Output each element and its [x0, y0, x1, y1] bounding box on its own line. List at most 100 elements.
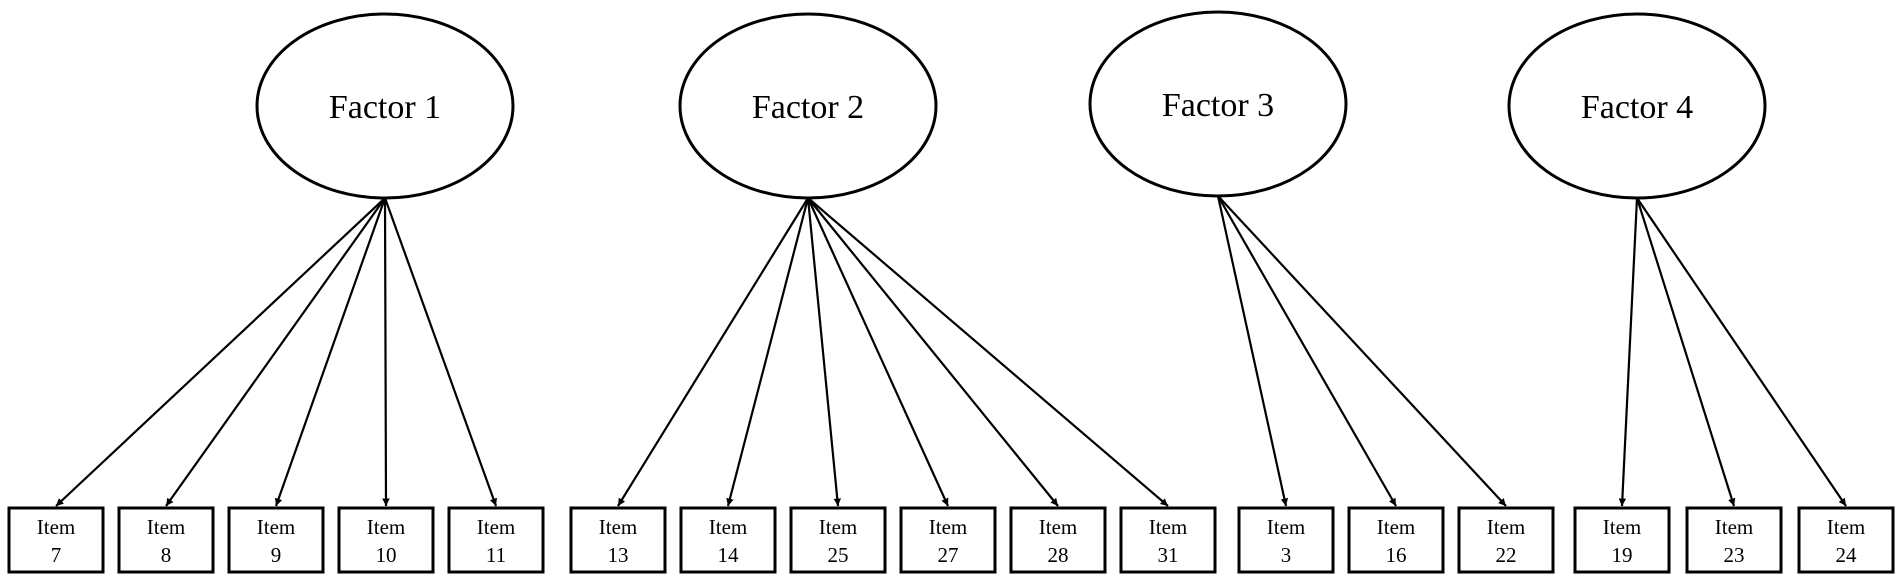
nodes-layer: Factor 1 Item 7 Item 8 Item 9 Item 10 Item 11 Facto…: [7, 10, 1895, 574]
item-number: 23: [1724, 543, 1745, 567]
item-number: 31: [1158, 543, 1179, 567]
loading-arrow-factor4-item-19: [1618, 197, 1639, 507]
loading-arrow-factor1-item-7: [55, 197, 386, 507]
item-label: Item: [819, 515, 857, 539]
item-box-3: Item 3: [1237, 506, 1335, 574]
factor-2-node: Factor 2: [678, 12, 938, 200]
item-rect: [1457, 506, 1555, 574]
item-label: Item: [147, 515, 185, 539]
item-number: 14: [718, 543, 740, 567]
item-rect: [1237, 506, 1335, 574]
item-box-31: Item 31: [1119, 506, 1217, 574]
item-number: 22: [1496, 543, 1517, 567]
item-rect: [1573, 506, 1671, 574]
item-rect: [1797, 506, 1895, 574]
item-rect: [1119, 506, 1217, 574]
loading-arrow-factor1-item-9: [274, 197, 387, 507]
item-label: Item: [1487, 515, 1525, 539]
item-rect: [569, 506, 667, 574]
item-label: Item: [1039, 515, 1077, 539]
factor-label: Factor 2: [752, 89, 864, 126]
item-number: 19: [1612, 543, 1633, 567]
factor-3-node: Factor 3: [1088, 10, 1348, 198]
item-label: Item: [37, 515, 75, 539]
item-box-11: Item 11: [447, 506, 545, 574]
loading-arrow-factor2-item-27: [806, 197, 950, 507]
item-rect: [1685, 506, 1783, 574]
factor-label: Factor 3: [1162, 87, 1274, 124]
item-box-19: Item 19: [1573, 506, 1671, 574]
factor-1-node: Factor 1: [255, 12, 515, 200]
loading-arrow-factor1-item-10: [382, 197, 390, 507]
item-label: Item: [1149, 515, 1187, 539]
item-number: 13: [608, 543, 629, 567]
item-number: 9: [271, 543, 282, 567]
loading-arrow-factor4-item-24: [1636, 197, 1847, 507]
item-box-14: Item 14: [679, 506, 777, 574]
item-rect: [1009, 506, 1107, 574]
item-label: Item: [257, 515, 295, 539]
item-rect: [789, 506, 887, 574]
loading-arrow-factor2-item-14: [726, 197, 810, 507]
item-rect: [899, 506, 997, 574]
item-rect: [447, 506, 545, 574]
loading-arrow-factor2-item-28: [807, 197, 1059, 507]
item-number: 7: [51, 543, 62, 567]
item-rect: [1347, 506, 1445, 574]
item-label: Item: [1827, 515, 1865, 539]
item-number: 10: [376, 543, 397, 567]
item-box-27: Item 27: [899, 506, 997, 574]
item-label: Item: [709, 515, 747, 539]
item-box-16: Item 16: [1347, 506, 1445, 574]
item-label: Item: [1715, 515, 1753, 539]
loading-arrow-factor2-item-13: [617, 197, 809, 507]
item-box-25: Item 25: [789, 506, 887, 574]
item-number: 16: [1386, 543, 1407, 567]
factor-ellipse: [678, 12, 938, 200]
loading-arrow-factor3-item-3: [1216, 195, 1289, 507]
item-number: 25: [828, 543, 849, 567]
item-box-22: Item 22: [1457, 506, 1555, 574]
item-box-7: Item 7: [7, 506, 105, 574]
loading-arrow-factor1-item-11: [383, 197, 498, 507]
item-rect: [227, 506, 325, 574]
item-box-8: Item 8: [117, 506, 215, 574]
item-number: 11: [486, 543, 506, 567]
item-box-9: Item 9: [227, 506, 325, 574]
loading-arrow-factor2-item-25: [806, 197, 842, 507]
item-number: 28: [1048, 543, 1069, 567]
item-label: Item: [599, 515, 637, 539]
factor-label: Factor 4: [1581, 89, 1693, 126]
factor-4-node: Factor 4: [1507, 12, 1767, 200]
item-label: Item: [1377, 515, 1415, 539]
loadings-layer: [55, 195, 1847, 507]
item-box-24: Item 24: [1797, 506, 1895, 574]
item-number: 3: [1281, 543, 1292, 567]
item-number: 24: [1836, 543, 1858, 567]
factor-ellipse: [1088, 10, 1348, 198]
loading-arrow-factor2-item-31: [807, 197, 1169, 507]
item-box-28: Item 28: [1009, 506, 1107, 574]
loading-arrow-factor3-item-22: [1217, 195, 1507, 507]
item-label: Item: [929, 515, 967, 539]
item-box-23: Item 23: [1685, 506, 1783, 574]
loading-arrow-factor3-item-16: [1217, 195, 1397, 507]
item-label: Item: [477, 515, 515, 539]
item-number: 27: [938, 543, 959, 567]
item-box-13: Item 13: [569, 506, 667, 574]
factor-label: Factor 1: [329, 89, 441, 126]
item-rect: [337, 506, 435, 574]
item-number: 8: [161, 543, 172, 567]
factor-ellipse: [1507, 12, 1767, 200]
item-rect: [7, 506, 105, 574]
item-label: Item: [1603, 515, 1641, 539]
loading-arrow-factor1-item-8: [165, 197, 386, 507]
item-label: Item: [1267, 515, 1305, 539]
factor-ellipse: [255, 12, 515, 200]
item-rect: [117, 506, 215, 574]
item-label: Item: [367, 515, 405, 539]
item-box-10: Item 10: [337, 506, 435, 574]
loading-arrow-factor4-item-23: [1635, 197, 1736, 507]
item-rect: [679, 506, 777, 574]
